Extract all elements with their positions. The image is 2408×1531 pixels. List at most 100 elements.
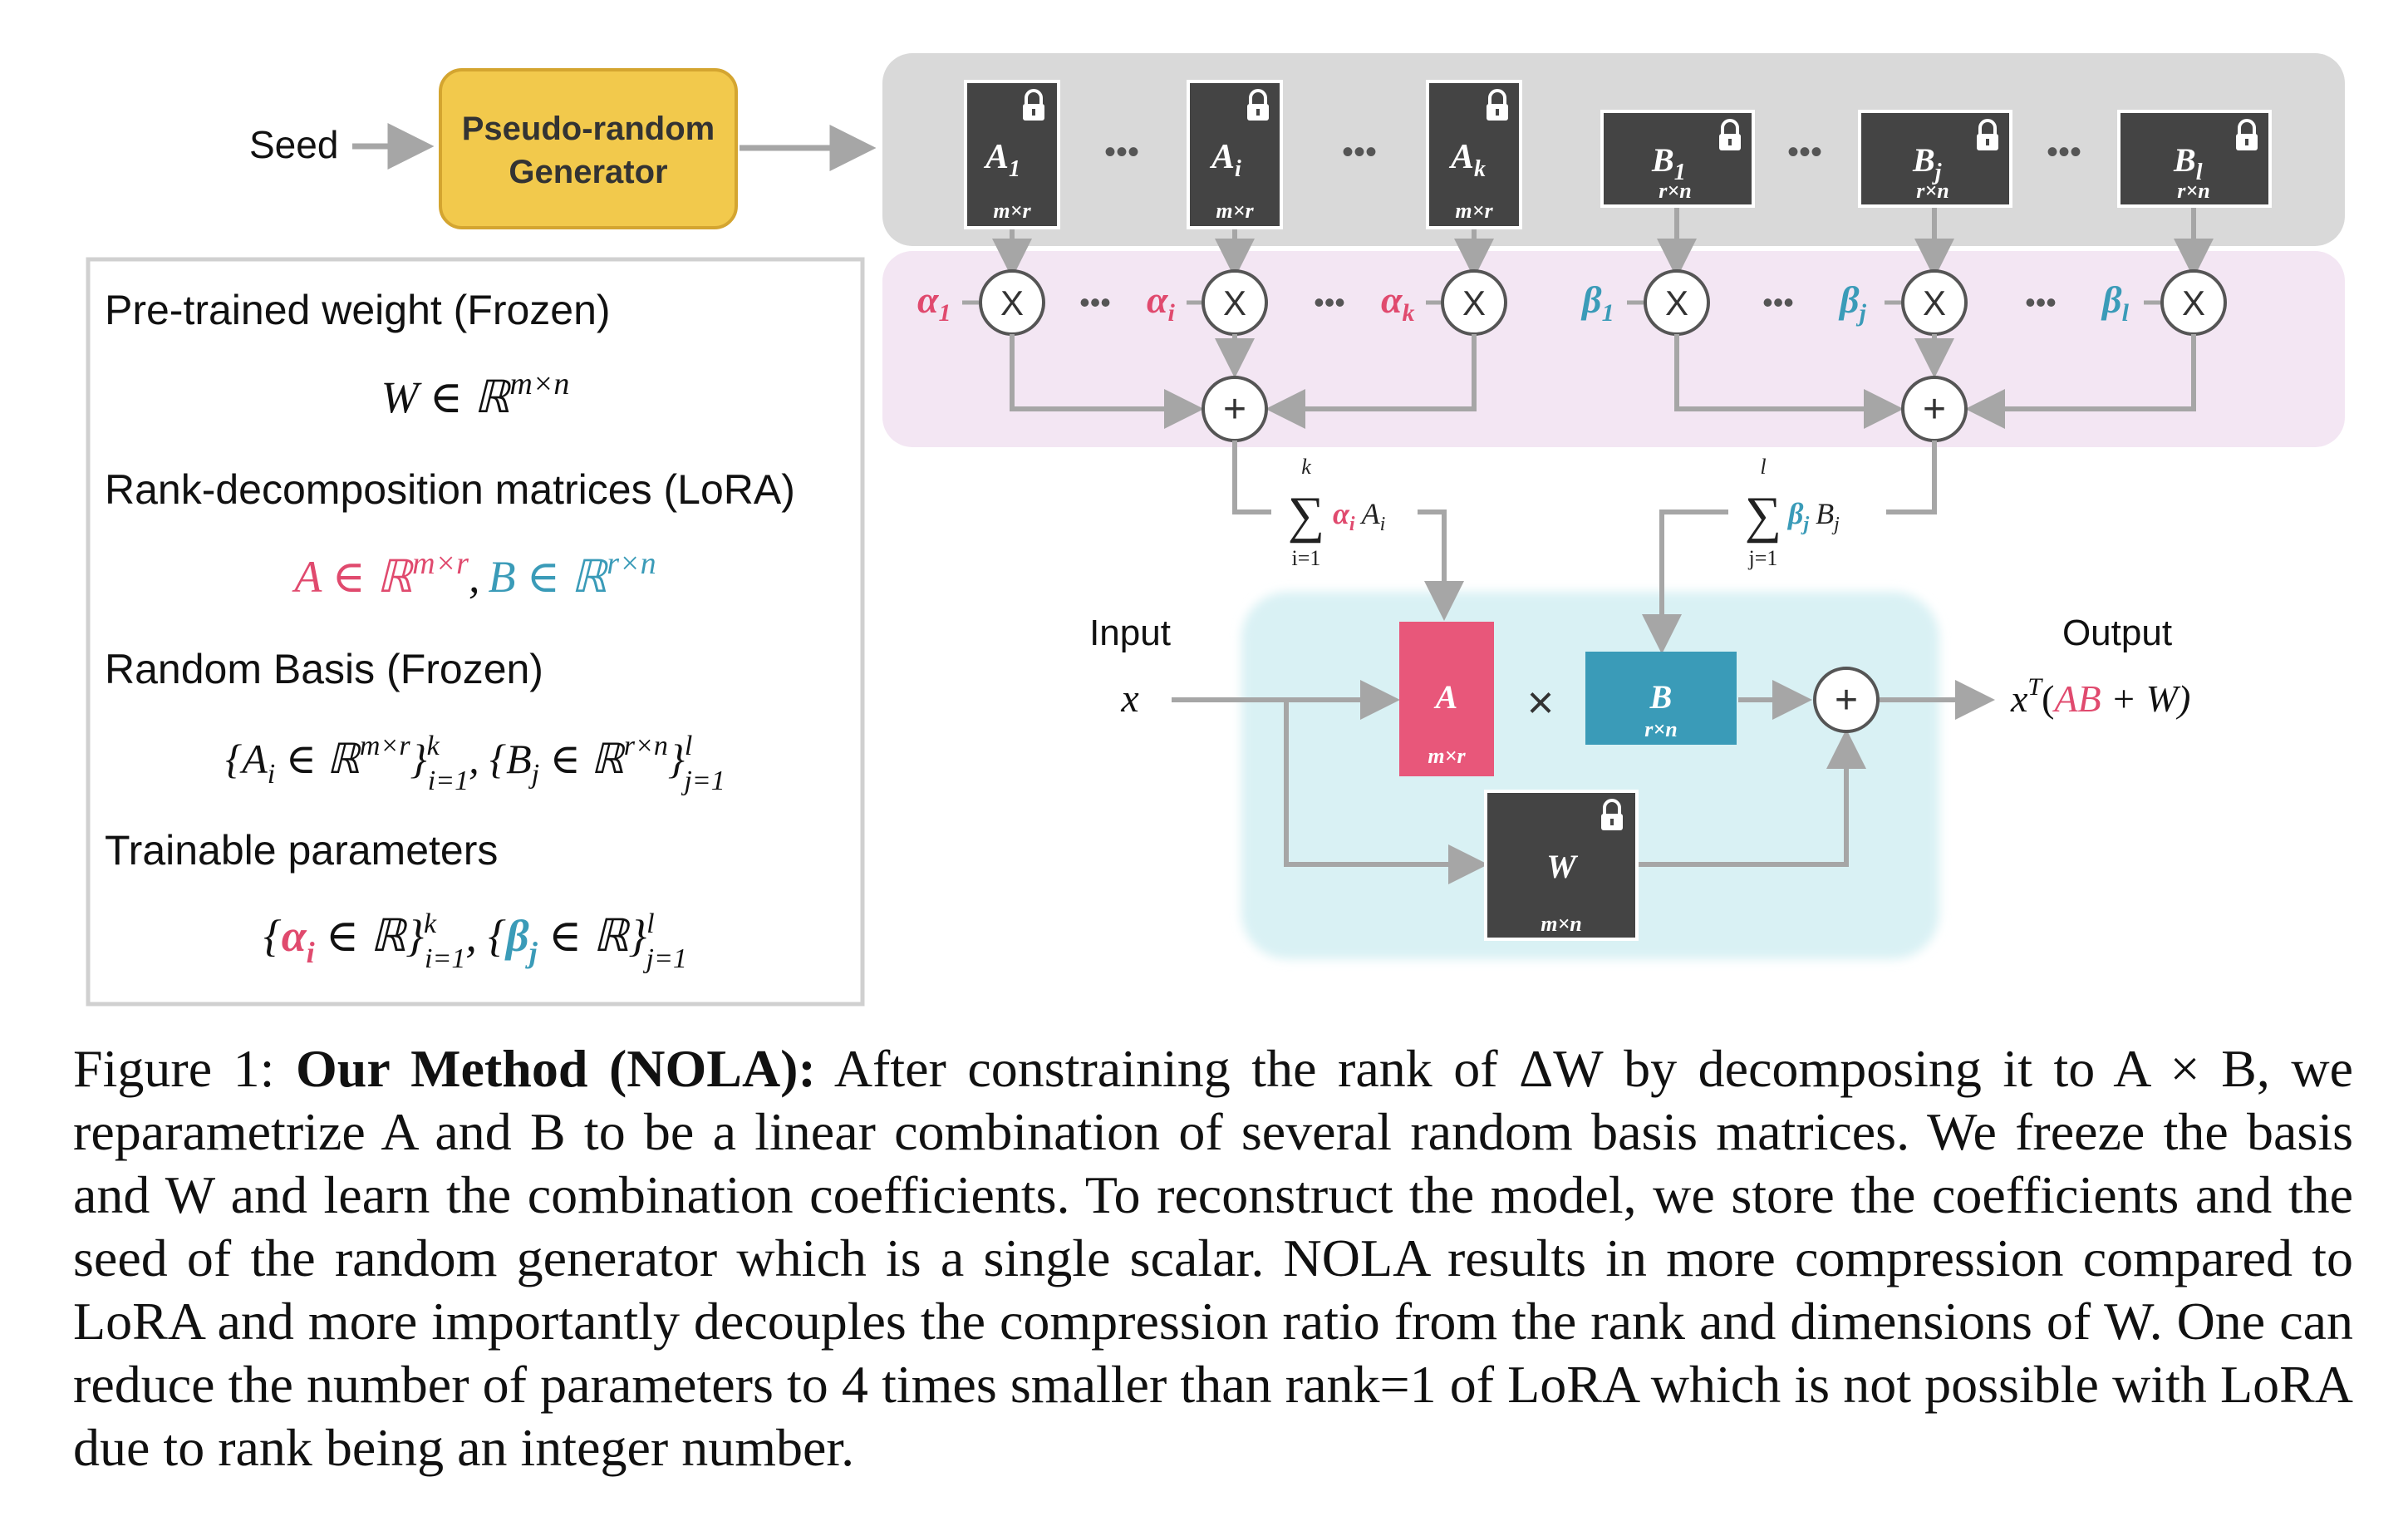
input-variable: x xyxy=(1120,677,1138,721)
multiply-symbol: X xyxy=(1923,283,1946,322)
basis-ellipsis: ••• xyxy=(1787,134,1822,170)
generator-line1: Pseudo-random xyxy=(462,111,715,147)
generator-line2: Generator xyxy=(509,154,667,190)
figure-caption: Figure 1: Our Method (NOLA): After const… xyxy=(73,1037,2353,1479)
matmul-symbol: × xyxy=(1527,676,1555,728)
basis-Bj: Bj r×n xyxy=(1858,110,2012,208)
svg-text:α1: α1 xyxy=(917,278,951,327)
svg-text:αk: αk xyxy=(1381,278,1414,327)
multiply-symbol: X xyxy=(1223,283,1246,322)
legend-eq-W: W ∈ ℝm×n xyxy=(381,367,570,422)
svg-text:Ak: Ak xyxy=(1448,138,1486,182)
basis-ellipsis: ••• xyxy=(1104,134,1139,170)
basis-A1-sub: 1 xyxy=(1009,156,1020,182)
output-sum-symbol: + xyxy=(1835,678,1858,722)
alpha-sum-mat: A xyxy=(1360,497,1381,530)
legend-box xyxy=(86,257,865,1007)
output-label: Output xyxy=(2062,613,2172,653)
svg-text:αi: αi xyxy=(1147,278,1175,327)
basis-B1: B1 r×n xyxy=(1600,110,1755,208)
beta-l-sub: l xyxy=(2122,299,2130,327)
alpha-1-sub: 1 xyxy=(938,299,951,327)
alpha-1-label: α xyxy=(917,278,940,321)
svg-text:B1: B1 xyxy=(1651,141,1686,185)
caption-title: Our Method (NOLA): xyxy=(295,1039,816,1098)
pretrained-W-matrix: W m×n xyxy=(1484,790,1639,941)
input-label: Input xyxy=(1089,613,1171,653)
svg-text:β1: β1 xyxy=(1580,278,1614,327)
basis-Ak-sub: k xyxy=(1474,156,1486,182)
basis-Bl-dim: r×n xyxy=(2177,179,2209,203)
beta-sum-lower: j=1 xyxy=(1748,546,1778,570)
sum-symbol: + xyxy=(1923,387,1946,431)
legend-heading-basis: Random Basis (Frozen) xyxy=(105,646,543,692)
coeff-ellipsis: ••• xyxy=(2025,285,2057,319)
svg-text:A1: A1 xyxy=(983,138,1020,182)
sum-connectors xyxy=(1010,334,2196,429)
svg-text:Bl: Bl xyxy=(2173,141,2203,185)
nola-diagram: Seed Pseudo-random Generator A1 m×r ••• … xyxy=(86,53,2345,1007)
beta-l-label: β xyxy=(2101,278,2122,321)
basis-Bl: Bl r×n xyxy=(2117,110,2272,208)
beta-row: β1 X ••• βj X ••• βl X xyxy=(1580,269,2227,336)
basis-ellipsis: ••• xyxy=(2047,134,2081,170)
multiply-symbol: X xyxy=(1665,283,1688,322)
basis-B1-sub: 1 xyxy=(1674,160,1686,185)
beta-1-label: β xyxy=(1580,278,1602,321)
output-sum-icon xyxy=(1813,667,1880,733)
basis-Ai: Ai m×r xyxy=(1187,80,1283,229)
beta-sum-mat: B xyxy=(1816,497,1834,530)
coeff-ellipsis: ••• xyxy=(1762,285,1794,319)
basis-Ak-dim: m×r xyxy=(1455,199,1493,223)
coefficient-band xyxy=(882,251,2345,447)
lora-B-dim: r×n xyxy=(1644,717,1677,741)
basis-Bl-sub: l xyxy=(2196,160,2203,185)
alpha-k-label: α xyxy=(1381,278,1403,321)
svg-text:Bj: Bj xyxy=(1912,141,1942,185)
alpha-sum-coef: α xyxy=(1333,497,1350,530)
beta-j-sub: j xyxy=(1856,299,1867,327)
svg-text:βl: βl xyxy=(2101,278,2130,327)
lora-A-matrix: A m×r xyxy=(1399,622,1494,776)
basis-Bj-dim: r×n xyxy=(1916,179,1949,203)
basis-Ak-label: A xyxy=(1448,138,1474,176)
beta-sum-coef-sub: j xyxy=(1800,514,1809,535)
alpha-row: α1 X ••• αi X ••• αk X xyxy=(917,269,1507,336)
lora-B-label: B xyxy=(1649,678,1673,716)
basis-ellipsis: ••• xyxy=(1342,134,1377,170)
alpha-sum-upper: k xyxy=(1301,455,1311,479)
alpha-sum-mat-sub: i xyxy=(1380,514,1386,535)
multiply-symbol: X xyxy=(2182,283,2205,322)
seed-label: Seed xyxy=(249,123,338,166)
basis-A1-dim: m×r xyxy=(993,199,1031,223)
legend-heading-pretrained: Pre-trained weight (Frozen) xyxy=(105,287,611,333)
basis-A1: A1 m×r xyxy=(964,80,1060,229)
sum-symbol: + xyxy=(1223,387,1246,431)
beta-sum-sigma: ∑ xyxy=(1745,487,1781,544)
coeff-ellipsis: ••• xyxy=(1314,285,1345,319)
basis-Ai-sub: i xyxy=(1235,156,1241,182)
basis-Bj-label: B xyxy=(1912,141,1935,179)
coeff-ellipsis: ••• xyxy=(1079,285,1111,319)
beta-sum-mat-sub: j xyxy=(1831,514,1840,535)
basis-connectors xyxy=(992,208,2214,278)
output-expression: xT(AB + W) xyxy=(2010,673,2190,720)
W-dim: m×n xyxy=(1541,912,1582,936)
beta-j-label: β xyxy=(1838,278,1860,321)
caption-body: After constraining the rank of ΔW by dec… xyxy=(73,1039,2354,1477)
basis-Ai-dim: m×r xyxy=(1216,199,1254,223)
beta-sum-upper: l xyxy=(1760,455,1766,479)
basis-A1-label: A xyxy=(983,138,1009,176)
beta-1-sub: 1 xyxy=(1602,299,1614,327)
caption-lead: Figure 1: xyxy=(73,1039,296,1098)
alpha-sum-lower: i=1 xyxy=(1292,546,1321,570)
alpha-k-sub: k xyxy=(1402,299,1414,327)
lora-B-matrix: B r×n xyxy=(1585,652,1737,745)
lora-A-label: A xyxy=(1433,678,1458,716)
basis-Ai-label: A xyxy=(1209,138,1235,176)
